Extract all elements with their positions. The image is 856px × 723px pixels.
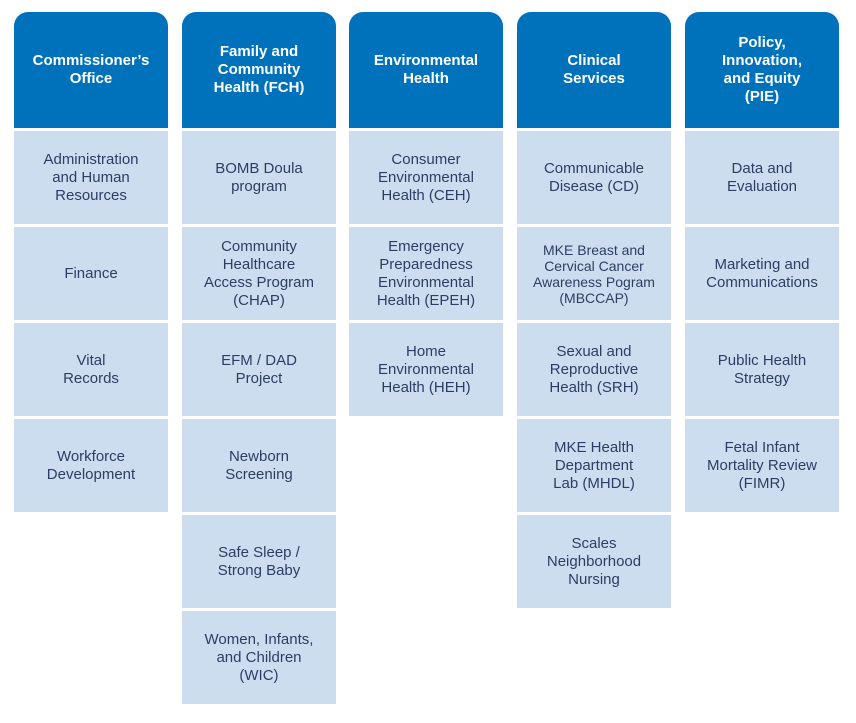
unit-box: Fetal Infant Mortality Review (FIMR) — [685, 419, 839, 512]
column-header: Commissioner’s Office — [14, 12, 168, 128]
column-policy-innovation-equity: Policy, Innovation, and Equity (PIE) Dat… — [685, 12, 839, 515]
unit-box: Communicable Disease (CD) — [517, 131, 671, 224]
column-items: Data and Evaluation Marketing and Commun… — [685, 131, 839, 512]
unit-box: BOMB Doula program — [182, 131, 336, 224]
column-header: Clinical Services — [517, 12, 671, 128]
column-items: Communicable Disease (CD) MKE Breast and… — [517, 131, 671, 608]
column-header: Environmental Health — [349, 12, 503, 128]
unit-box: EFM / DAD Project — [182, 323, 336, 416]
column-header: Family and Community Health (FCH) — [182, 12, 336, 128]
unit-box: MKE Health Department Lab (MHDL) — [517, 419, 671, 512]
column-clinical-services: Clinical Services Communicable Disease (… — [517, 12, 671, 611]
column-items: Administration and Human Resources Finan… — [14, 131, 168, 512]
unit-box: Finance — [14, 227, 168, 320]
unit-box: Sexual and Reproductive Health (SRH) — [517, 323, 671, 416]
unit-box: Marketing and Communications — [685, 227, 839, 320]
column-header: Policy, Innovation, and Equity (PIE) — [685, 12, 839, 128]
unit-box: Community Healthcare Access Program (CHA… — [182, 227, 336, 320]
unit-box: Workforce Development — [14, 419, 168, 512]
column-items: Consumer Environmental Health (CEH) Emer… — [349, 131, 503, 416]
unit-box: Safe Sleep / Strong Baby — [182, 515, 336, 608]
unit-box: Women, Infants, and Children (WIC) — [182, 611, 336, 704]
column-family-community-health: Family and Community Health (FCH) BOMB D… — [182, 12, 336, 707]
unit-box: Public Health Strategy — [685, 323, 839, 416]
unit-box: Emergency Preparedness Environmental Hea… — [349, 227, 503, 320]
unit-box: Home Environmental Health (HEH) — [349, 323, 503, 416]
column-items: BOMB Doula program Community Healthcare … — [182, 131, 336, 704]
unit-box: MKE Breast and Cervical Cancer Awareness… — [517, 227, 671, 320]
unit-box: Vital Records — [14, 323, 168, 416]
unit-box: Administration and Human Resources — [14, 131, 168, 224]
unit-box: Scales Neighborhood Nursing — [517, 515, 671, 608]
unit-box: Consumer Environmental Health (CEH) — [349, 131, 503, 224]
column-commissioners-office: Commissioner’s Office Administration and… — [14, 12, 168, 515]
unit-box: Data and Evaluation — [685, 131, 839, 224]
column-environmental-health: Environmental Health Consumer Environmen… — [349, 12, 503, 419]
unit-box: Newborn Screening — [182, 419, 336, 512]
